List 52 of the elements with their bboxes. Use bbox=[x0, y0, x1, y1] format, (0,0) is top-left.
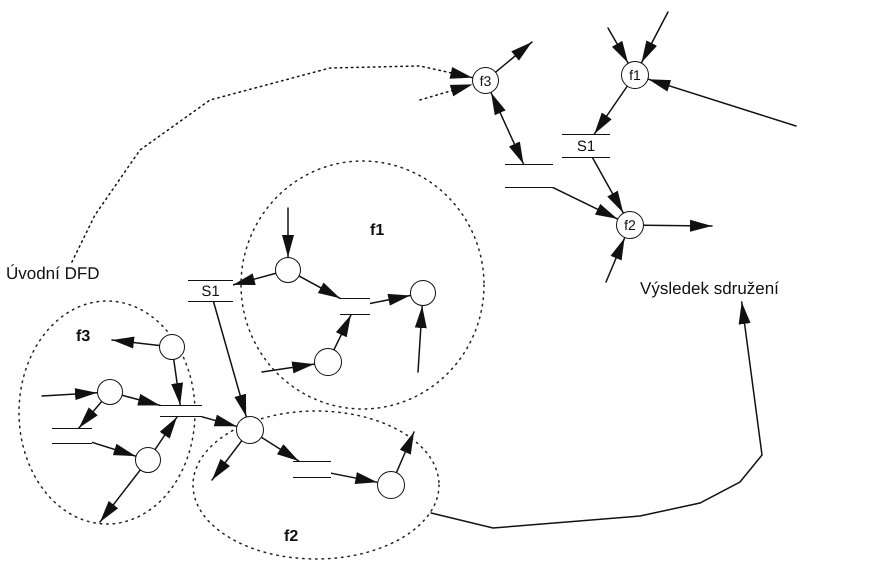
arrow bbox=[211, 440, 242, 481]
arrow bbox=[430, 301, 763, 529]
arrow bbox=[261, 361, 315, 374]
arrow bbox=[643, 220, 713, 232]
arrow bbox=[212, 301, 247, 418]
arrow bbox=[282, 207, 294, 258]
arrow bbox=[640, 11, 669, 64]
group-label: f1 bbox=[370, 222, 384, 240]
arrow bbox=[122, 394, 161, 406]
process-circle: f1 bbox=[621, 61, 649, 89]
group-label: f2 bbox=[284, 528, 298, 546]
process-circle bbox=[410, 280, 436, 306]
process-circle: f3 bbox=[472, 67, 499, 94]
arrow bbox=[171, 359, 184, 406]
process-circle bbox=[377, 471, 405, 499]
arrow bbox=[232, 272, 276, 286]
arrow bbox=[396, 431, 415, 473]
data-store: S1 bbox=[188, 280, 233, 302]
arrow bbox=[298, 275, 341, 300]
arrow bbox=[71, 65, 474, 263]
diagram-label: Výsledek sdružení bbox=[640, 276, 840, 302]
arrow bbox=[648, 78, 797, 127]
arrow bbox=[594, 86, 628, 135]
process-circle bbox=[236, 416, 264, 444]
process-circle bbox=[159, 334, 185, 360]
process-circle bbox=[314, 348, 342, 376]
arrow bbox=[495, 41, 533, 73]
arrow bbox=[41, 388, 98, 400]
arrow bbox=[111, 336, 160, 348]
arrow bbox=[419, 84, 474, 101]
arrow bbox=[99, 470, 141, 523]
process-circle bbox=[275, 257, 301, 283]
diagram-label: Úvodní DFD bbox=[6, 262, 126, 286]
arrow bbox=[201, 414, 238, 428]
arrow bbox=[592, 157, 624, 214]
arrow bbox=[333, 314, 352, 350]
process-circle bbox=[97, 379, 123, 405]
arrow bbox=[154, 416, 178, 450]
arrow bbox=[78, 401, 102, 429]
arrow bbox=[607, 27, 629, 64]
arrow bbox=[91, 442, 136, 457]
arrow bbox=[261, 436, 300, 462]
arrow bbox=[552, 186, 618, 220]
process-circle: f2 bbox=[616, 211, 644, 239]
data-store: S1 bbox=[562, 134, 610, 158]
arrow bbox=[605, 237, 626, 283]
arrow bbox=[414, 305, 427, 373]
process-circle bbox=[135, 447, 161, 473]
arrow bbox=[330, 472, 378, 484]
group-label: f3 bbox=[76, 328, 90, 346]
arrow bbox=[369, 294, 411, 306]
arrow bbox=[490, 92, 524, 165]
